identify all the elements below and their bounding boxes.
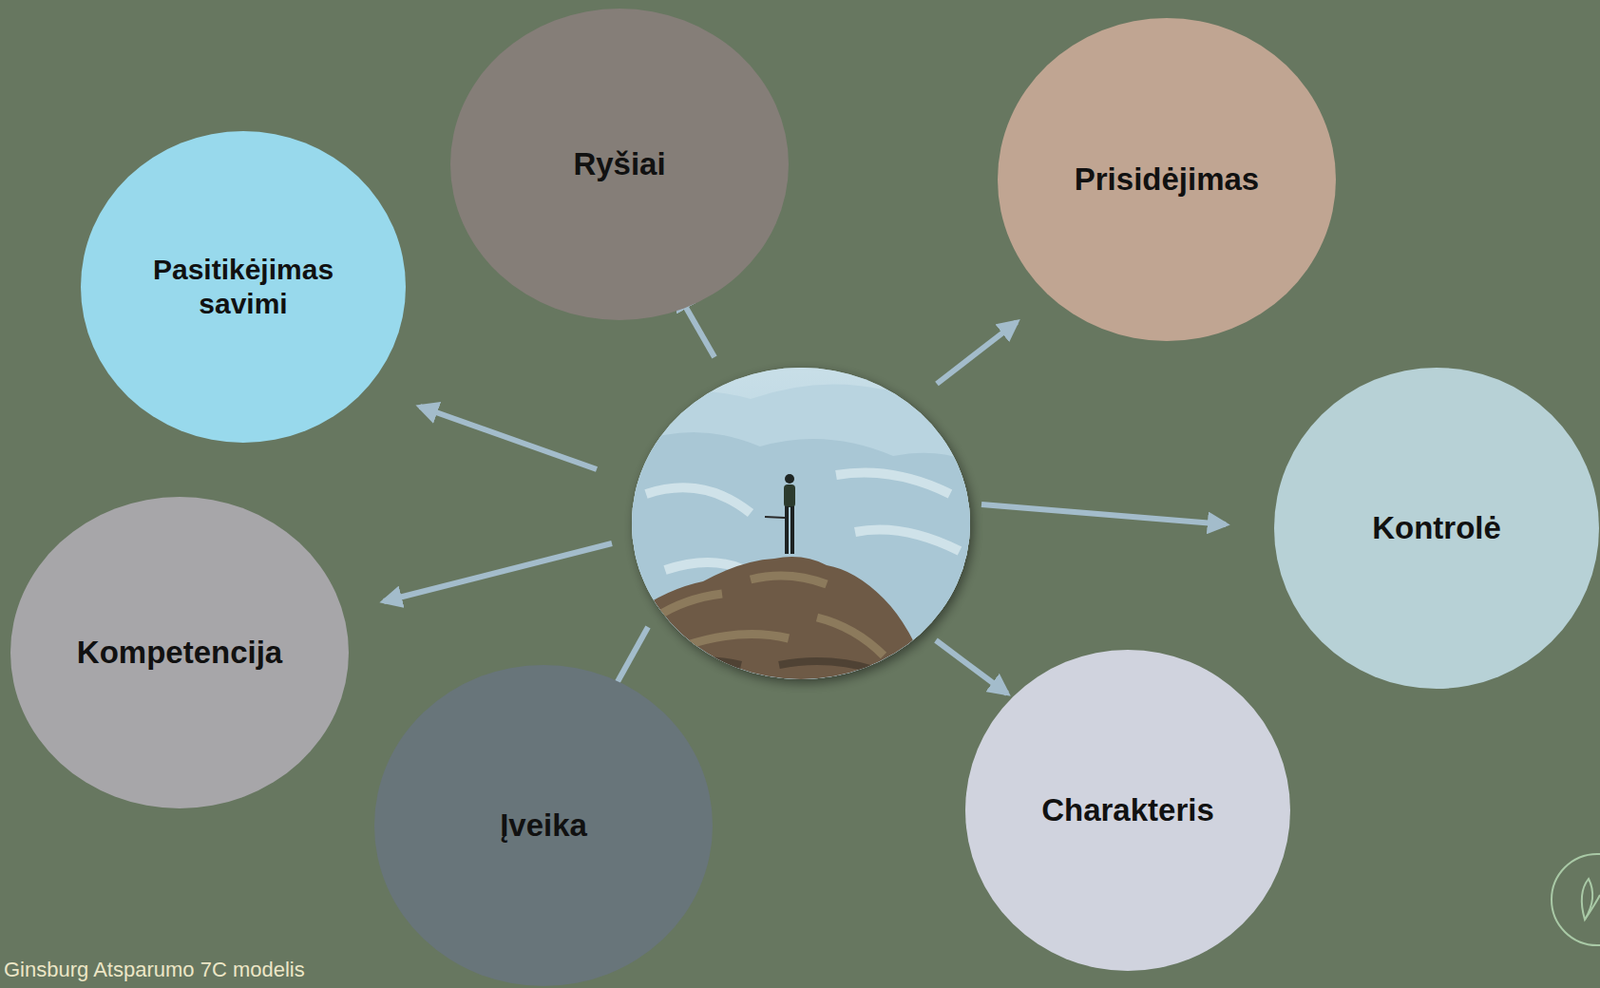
circle-shape [80,131,406,443]
node-label: Prisidėjimas [1014,160,1319,199]
node-label-group: Pasitikėjimas savimi [124,252,362,322]
node-label-group: Prisidėjimas [1014,160,1319,199]
arrow [981,504,1226,525]
node-label: Pasitikėjimas savimi [124,252,362,322]
node-label: Ryšiai [476,145,762,184]
node-label-group: Charakteris [985,791,1271,830]
node-label-group: Ryšiai [476,145,762,184]
node-label-group: Kompetencija [27,633,332,672]
caption: Ginsburg Atsparumo 7C modelis [3,957,305,983]
arrow [936,322,1017,384]
circle-node: Kontrolė [1274,367,1600,689]
node-label-group: Įveika [400,806,686,845]
node-label: Kontrolė [1294,509,1580,548]
arrow [383,543,612,602]
person [764,474,796,554]
mountain-photo [627,361,979,685]
circle-node: Charakteris [965,649,1291,972]
node-label: Kompetencija [27,633,332,672]
circle-node: Ryšiai [450,8,789,321]
node-label-group: Kontrolė [1294,509,1580,548]
arrow [935,640,1008,694]
circle-node: Įveika [374,665,713,987]
arrow [419,406,597,470]
circle-node: Kompetencija [10,496,349,809]
arrows [383,292,1226,713]
logo [1551,854,1600,946]
circle-node: Pasitikėjimas savimi [80,131,406,443]
node-label: Įveika [400,806,686,845]
circle-node: Prisidėjimas [997,18,1336,342]
node-label: Charakteris [985,791,1271,830]
